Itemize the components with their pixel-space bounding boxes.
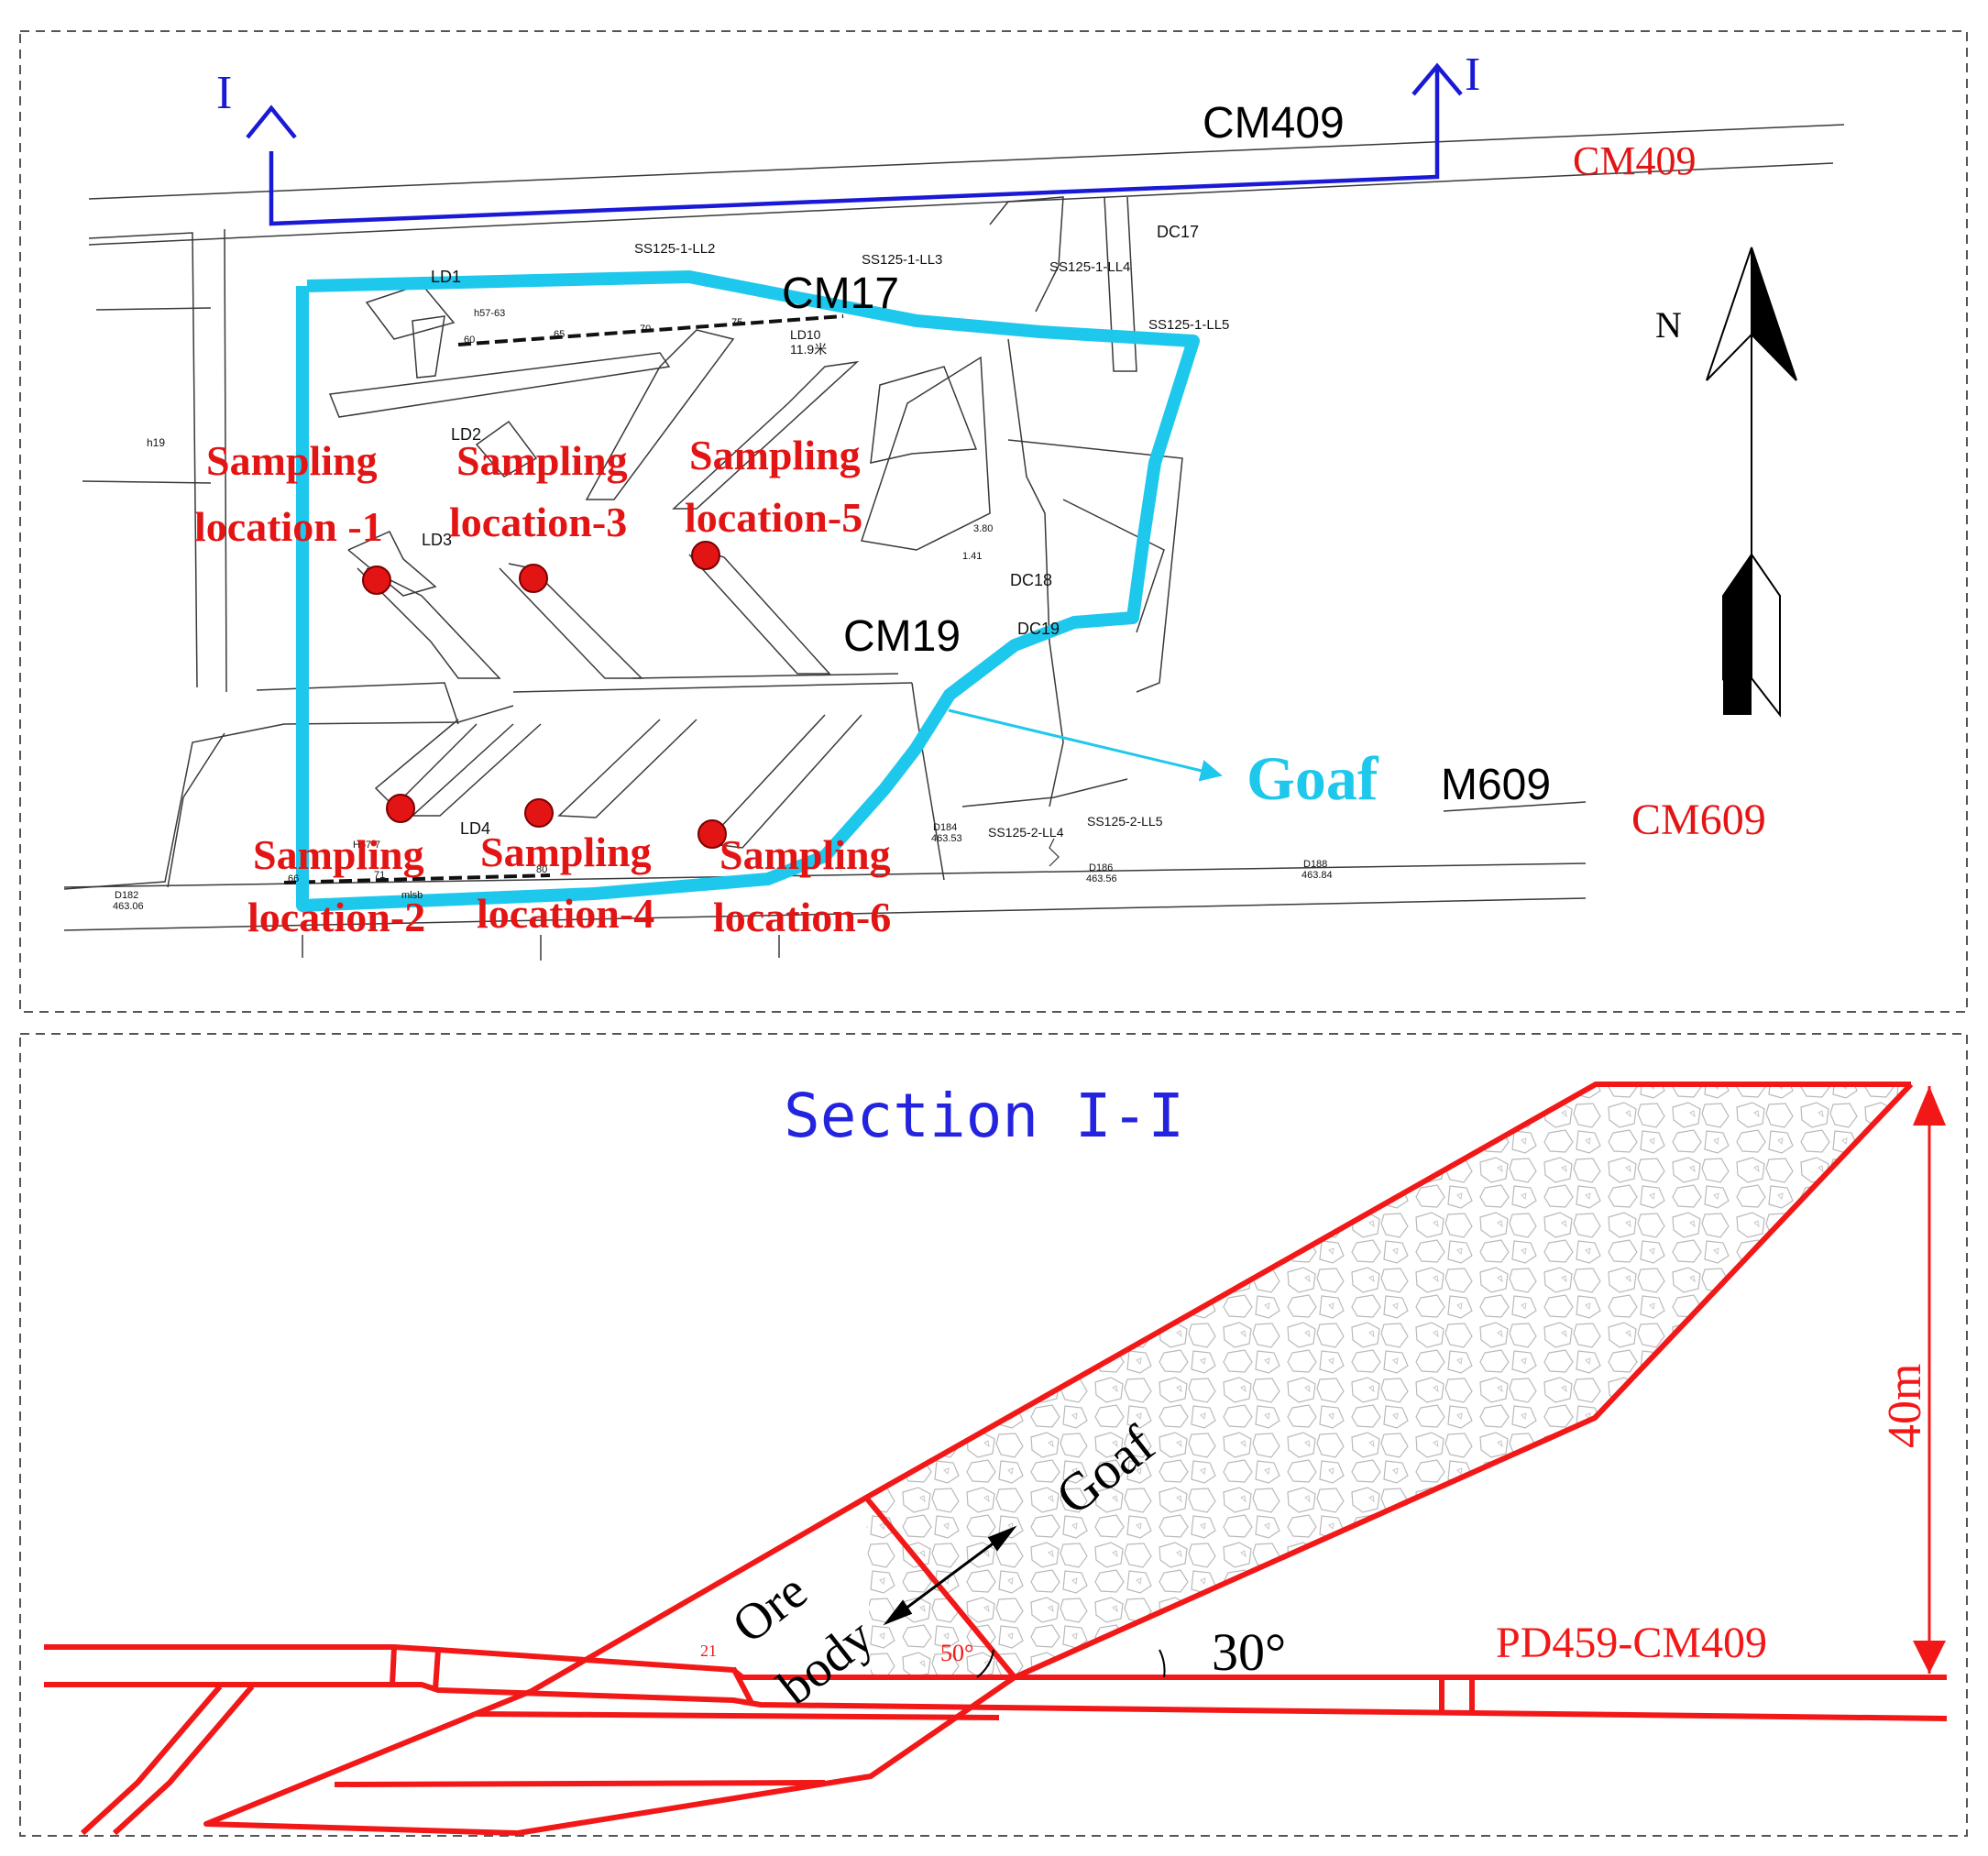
ore-goaf-arrow <box>883 1525 1017 1626</box>
label-d188: D188 <box>1303 859 1327 870</box>
sampling-label-2-line2: location-2 <box>247 894 425 940</box>
sampling-point-5 <box>691 541 720 570</box>
sampling-label-3-line2: location-3 <box>449 499 627 545</box>
label-station-70: 70 <box>640 324 651 335</box>
goaf-leader-arrow <box>948 708 1223 782</box>
label-dc18: DC18 <box>1010 571 1052 589</box>
goaf-label: Goaf <box>1247 743 1379 813</box>
sampling-label-2-line1: Sampling <box>253 831 424 878</box>
sampling-label-4-line2: location-4 <box>477 890 654 937</box>
sampling-label-3-line1: Sampling <box>456 437 628 484</box>
label-h19: h19 <box>147 436 165 449</box>
label-ss125-1-ll4: SS125-1-LL4 <box>1049 259 1130 275</box>
label-station-65: 65 <box>554 329 565 340</box>
label-station-66: 66 <box>288 873 299 884</box>
label-ld3: LD3 <box>422 531 452 549</box>
label-ld2: LD2 <box>451 425 481 444</box>
sampling-label-1-line1: Sampling <box>206 437 378 484</box>
label-ld1: LD1 <box>431 268 461 286</box>
plan-panel-frame <box>19 30 1968 1013</box>
sampling-point-4 <box>524 798 554 828</box>
label-d182-elevation: 463.06 <box>113 901 144 912</box>
sampling-points <box>362 541 727 849</box>
ore-label-line1: Ore <box>722 1563 818 1655</box>
label-dc19: DC19 <box>1017 620 1060 638</box>
sampling-label-6-line2: location-6 <box>713 894 891 940</box>
goaf-outline <box>296 270 1200 912</box>
sampling-label-6-line1: Sampling <box>719 831 891 878</box>
angle-50-label: 50° <box>940 1640 973 1666</box>
road-label-cm17: CM17 <box>782 269 899 318</box>
inclined-rail-ties <box>81 1781 171 1835</box>
section-mark-left: I <box>216 67 232 119</box>
road-label-cm409-red: CM409 <box>1573 138 1696 183</box>
sampling-point-2 <box>386 794 415 823</box>
section-line-i-i <box>246 62 1463 226</box>
label-value-141: 1.41 <box>962 551 982 562</box>
section-panel-frame <box>19 1033 1968 1837</box>
label-h57: h57-63 <box>474 308 505 319</box>
sampling-label-5-line2: location-5 <box>685 494 862 541</box>
section-geology-lines <box>44 1082 1948 1836</box>
sampling-label-4-line1: Sampling <box>480 829 652 875</box>
label-d188-elevation: 463.84 <box>1302 870 1333 881</box>
label-ss125-1-ll3: SS125-1-LL3 <box>862 252 942 268</box>
label-station-75: 75 <box>731 317 742 328</box>
height-label: 40m <box>1879 1364 1931 1448</box>
angle-30-arc <box>1159 1649 1166 1678</box>
road-label-cm19: CM19 <box>843 612 961 661</box>
label-d186-elevation: 463.56 <box>1086 873 1117 884</box>
mine-tunnel-outlines <box>63 124 1845 961</box>
label-station-60: 60 <box>464 335 475 346</box>
label-mlsb: mlsb <box>401 890 423 901</box>
angle-50-arc <box>976 1649 994 1678</box>
sampling-point-3 <box>519 564 548 593</box>
road-label-m609: M609 <box>1441 761 1551 809</box>
sampling-point-6 <box>697 819 727 849</box>
label-d184: D184 <box>933 822 957 833</box>
label-ld4: LD4 <box>460 819 490 838</box>
label-ld10: LD10 <box>790 327 821 342</box>
sampling-label-1-line2: location -1 <box>194 503 383 550</box>
label-station-71: 71 <box>374 870 385 881</box>
label-ss125-1-ll5: SS125-1-LL5 <box>1148 317 1229 333</box>
section-mark-right: I <box>1465 49 1480 101</box>
label-station-80: 80 <box>536 864 547 875</box>
label-d182: D182 <box>115 890 138 901</box>
label-dc17: DC17 <box>1157 223 1199 241</box>
label-ss125-1-ll2: SS125-1-LL2 <box>634 241 715 257</box>
label-value-380: 3.80 <box>973 523 993 534</box>
label-ss125-2-ll5: SS125-2-LL5 <box>1087 814 1163 829</box>
north-arrow <box>1706 247 1797 718</box>
section-title: Section I-I <box>784 1081 1184 1151</box>
height-dimension <box>1913 1086 1946 1674</box>
sampling-point-1 <box>362 566 391 595</box>
goaf-hatched-zone <box>866 1084 1911 1677</box>
north-label: N <box>1655 304 1682 346</box>
label-d184-elevation: 463.53 <box>931 833 962 844</box>
label-ld10-length: 11.9米 <box>790 342 827 357</box>
angle-30-label: 30° <box>1212 1622 1286 1682</box>
label-h67: H67-7 <box>353 840 380 851</box>
sampling-label-5-line1: Sampling <box>689 432 861 478</box>
road-label-cm409: CM409 <box>1203 99 1345 148</box>
drift-label: PD459-CM409 <box>1496 1619 1767 1667</box>
mark-21: 21 <box>700 1642 717 1660</box>
label-ss125-2-ll4: SS125-2-LL4 <box>988 825 1064 840</box>
road-label-cm609: CM609 <box>1631 796 1766 844</box>
label-d186: D186 <box>1089 862 1113 873</box>
survey-baselines <box>283 314 1060 884</box>
